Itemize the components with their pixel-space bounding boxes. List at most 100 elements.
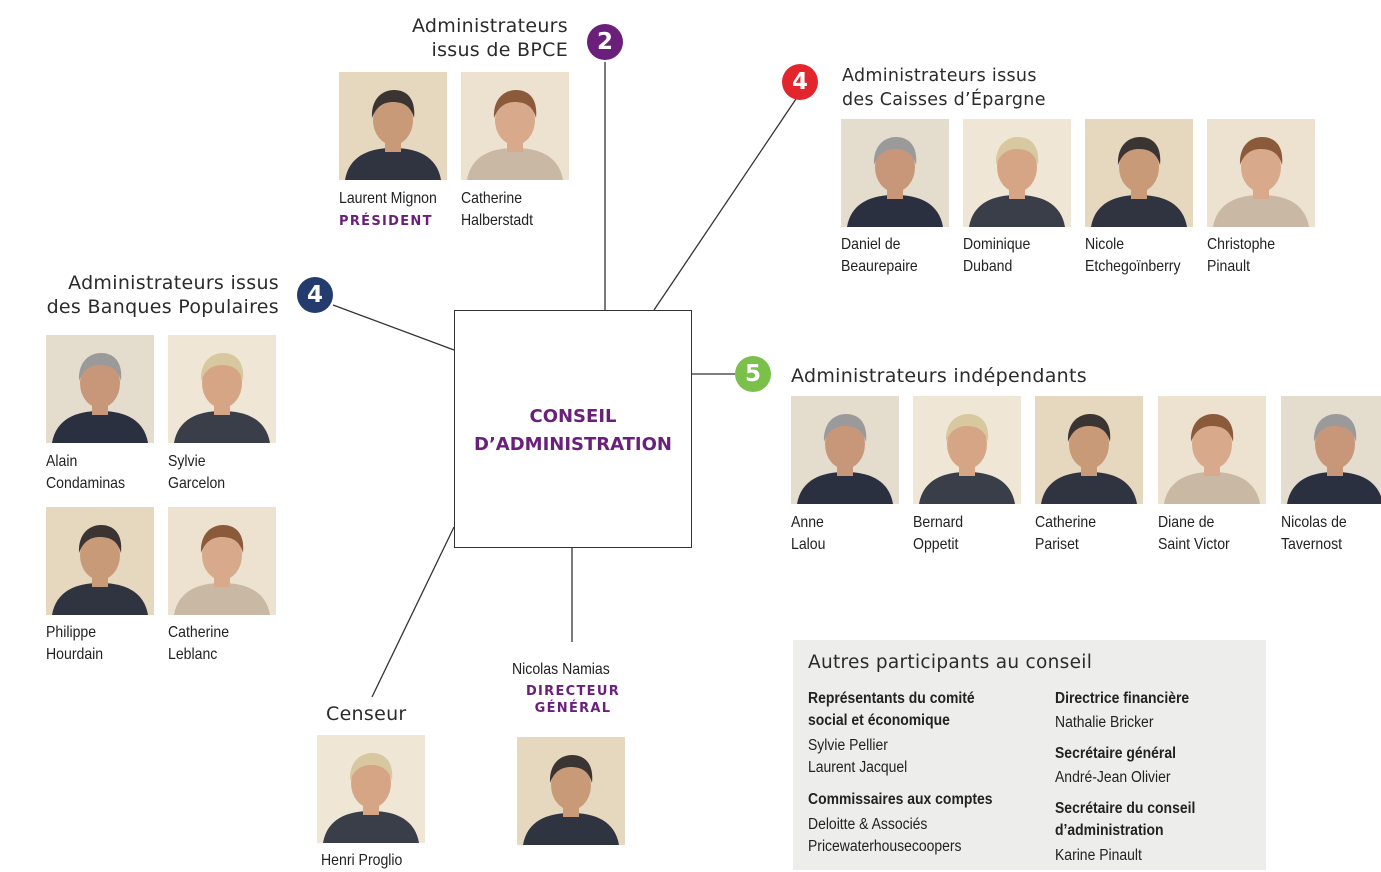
cac-members: Deloitte & Associés Pricewaterhousecoope…: [808, 814, 962, 858]
member-name-line1: Anne: [791, 514, 824, 531]
group-title-independants: Administrateurs indépendants: [791, 365, 1087, 387]
portrait-photo: [168, 507, 276, 615]
portrait-image: [963, 119, 1071, 227]
portrait-image: [1085, 119, 1193, 227]
sc-name: Karine Pinault: [1055, 847, 1142, 864]
group-title-caisses: Administrateurs issus des Caisses d’Épar…: [842, 64, 1046, 112]
portrait-photo: [168, 335, 276, 443]
portrait-photo: [339, 72, 447, 180]
sg-heading: Secrétaire général: [1055, 745, 1176, 762]
connector-caisses: [653, 95, 799, 311]
member-name-line2: Pariset: [1035, 536, 1079, 553]
censeur-name: Henri Proglio: [321, 852, 403, 869]
member-name-line1: Alain: [46, 453, 78, 470]
portrait-image: [841, 119, 949, 227]
portrait-photo: [1207, 119, 1315, 227]
dg-name: Nicolas Namias: [512, 661, 610, 678]
member-name-line2: Garcelon: [168, 475, 226, 492]
member-name-line1: Philippe: [46, 624, 97, 641]
dg-role: DIRECTEUR GÉNÉRAL: [516, 683, 630, 717]
portrait-image: [168, 507, 276, 615]
member-name-line1: Nicolas de: [1281, 514, 1347, 531]
member-name-line2: Oppetit: [913, 536, 959, 553]
portrait-photo: [317, 735, 425, 843]
member-name-line2: Leblanc: [168, 646, 218, 663]
conseil-box: CONSEIL D’ADMINISTRATION: [454, 310, 692, 548]
member-name-line1: Catherine: [1035, 514, 1097, 531]
other-participants-title: Autres participants au conseil: [808, 652, 1093, 673]
group-title-bpce-line2: issus de BPCE: [431, 39, 568, 61]
cac-member: Deloitte & Associés: [808, 816, 928, 833]
portrait-image: [168, 335, 276, 443]
cse-heading-line1: Représentants du comité: [808, 690, 975, 707]
portrait-image: [791, 396, 899, 504]
member-name-line1: Nicole: [1085, 236, 1125, 253]
member-name-line1: Bernard: [913, 514, 964, 531]
member-name: Bernard Oppetit: [913, 512, 963, 556]
other-participants-panel: Autres participants au conseil Représent…: [793, 640, 1266, 870]
member-name-line2: Halberstadt: [461, 212, 534, 229]
portrait-photo: [1158, 396, 1266, 504]
member-name-line2: Lalou: [791, 536, 826, 553]
portrait-photo: [963, 119, 1071, 227]
member-name: Diane de Saint Victor: [1158, 512, 1230, 556]
cse-member: Sylvie Pellier: [808, 737, 888, 754]
conseil-label: CONSEIL D’ADMINISTRATION: [455, 403, 691, 459]
member-name: Philippe Hourdain: [46, 622, 103, 666]
group-title-banques: Administrateurs issus des Banques Popula…: [0, 271, 279, 319]
conseil-label-line1: CONSEIL: [529, 406, 617, 427]
conseil-label-line2: D’ADMINISTRATION: [474, 434, 672, 455]
member-name-line2: Condaminas: [46, 475, 126, 492]
sc-heading: Secrétaire du conseil d’administration: [1055, 798, 1195, 842]
count-badge-banques: 4: [297, 277, 333, 313]
cac-heading: Commissaires aux comptes: [808, 791, 993, 808]
sc-heading-line1: Secrétaire du conseil: [1055, 800, 1196, 817]
sg-name: André-Jean Olivier: [1055, 769, 1171, 786]
member-name: Daniel de Beaurepaire: [841, 234, 918, 278]
daf-name: Nathalie Bricker: [1055, 714, 1154, 731]
portrait-photo: [461, 72, 569, 180]
portrait-image: [1207, 119, 1315, 227]
portrait-photo: [46, 507, 154, 615]
portrait-image: [461, 72, 569, 180]
portrait-image: [317, 735, 425, 843]
portrait-image: [46, 507, 154, 615]
member-name-line1: Diane de: [1158, 514, 1215, 531]
portrait-photo: [1035, 396, 1143, 504]
member-name-line2: Hourdain: [46, 646, 104, 663]
dg-role-line1: DIRECTEUR: [525, 684, 621, 699]
member-name: Nicole Etchegoïnberry: [1085, 234, 1180, 278]
portrait-image: [339, 72, 447, 180]
member-name: Laurent Mignon: [339, 190, 437, 207]
daf-heading: Directrice financière: [1055, 690, 1190, 707]
member-name: Catherine Pariset: [1035, 512, 1096, 556]
member-name-line2: Duband: [963, 258, 1013, 275]
member-name: Catherine Leblanc: [168, 622, 229, 666]
count-badge-caisses: 4: [782, 64, 818, 100]
portrait-image: [1158, 396, 1266, 504]
role-president: PRÉSIDENT: [339, 214, 433, 229]
cse-heading: Représentants du comité social et économ…: [808, 688, 975, 732]
member-name-line2: Saint Victor: [1158, 536, 1230, 553]
member-name: Sylvie Garcelon: [168, 451, 225, 495]
connector-banques: [332, 304, 455, 351]
cse-member: Laurent Jacquel: [808, 759, 908, 776]
member-name-line1: Daniel de: [841, 236, 901, 253]
member-name: Alain Condaminas: [46, 451, 125, 495]
member-name-line1: Dominique: [963, 236, 1031, 253]
cac-member: Pricewaterhousecoopers: [808, 838, 962, 855]
portrait-photo: [913, 396, 1021, 504]
member-name-line1: Catherine: [461, 190, 523, 207]
group-title-caisses-line2: des Caisses d’Épargne: [842, 90, 1046, 110]
member-name: Nicolas de Tavernost: [1281, 512, 1347, 556]
portrait-photo: [1281, 396, 1381, 504]
member-name: Anne Lalou: [791, 512, 825, 556]
count-badge-bpce: 2: [587, 24, 623, 60]
portrait-photo: [1085, 119, 1193, 227]
member-name-line1: Catherine: [168, 624, 230, 641]
member-name-line2: Etchegoïnberry: [1085, 258, 1181, 275]
group-title-banques-line2: des Banques Populaires: [46, 296, 279, 318]
member-name-line2: Pinault: [1207, 258, 1251, 275]
cse-heading-line2: social et économique: [808, 712, 950, 729]
